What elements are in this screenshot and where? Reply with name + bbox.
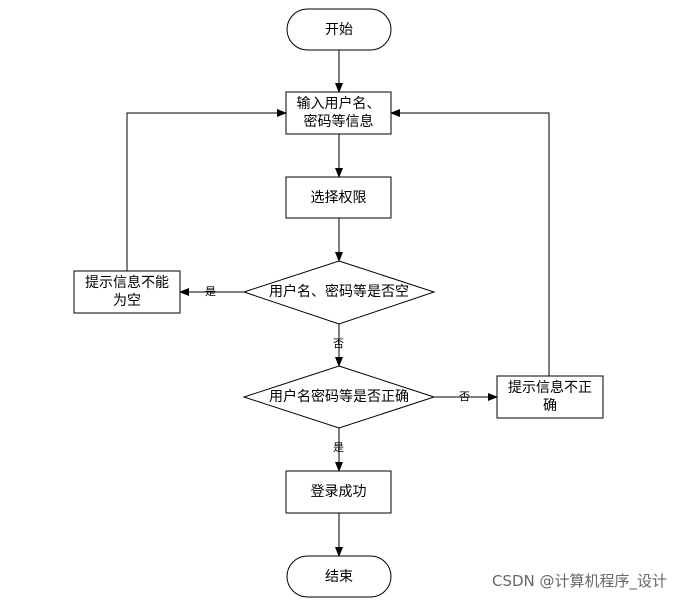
incorrect-message-process: [496, 375, 604, 419]
edge-label-empty-yes: 是: [205, 285, 216, 298]
input-label: 输入用户名、 密码等信息: [296, 96, 381, 130]
edge-incorrect-msg-back-to-input: [390, 109, 550, 376]
incorrect-message-label: 提示信息不正 确: [508, 380, 592, 414]
edge-label-correct-yes: 是: [333, 441, 344, 454]
empty-message-label: 提示信息不能 为空: [85, 275, 169, 309]
select-role-label: 选择权限: [310, 189, 367, 206]
edge-label-empty-no: 否: [333, 337, 344, 350]
check-correct-label: 用户名密码等是否正确: [269, 389, 409, 405]
input-process: [285, 91, 392, 135]
start-label: 开始: [325, 21, 353, 38]
login-success-label: 登录成功: [310, 484, 367, 500]
check-empty-label: 用户名、密码等是否空: [269, 284, 409, 300]
end-label: 结束: [325, 568, 353, 585]
watermark-text: CSDN @计算机程序_设计: [491, 572, 667, 590]
edge-label-correct-no: 否: [459, 390, 470, 403]
edge-empty-msg-back-to-input: [126, 109, 287, 271]
